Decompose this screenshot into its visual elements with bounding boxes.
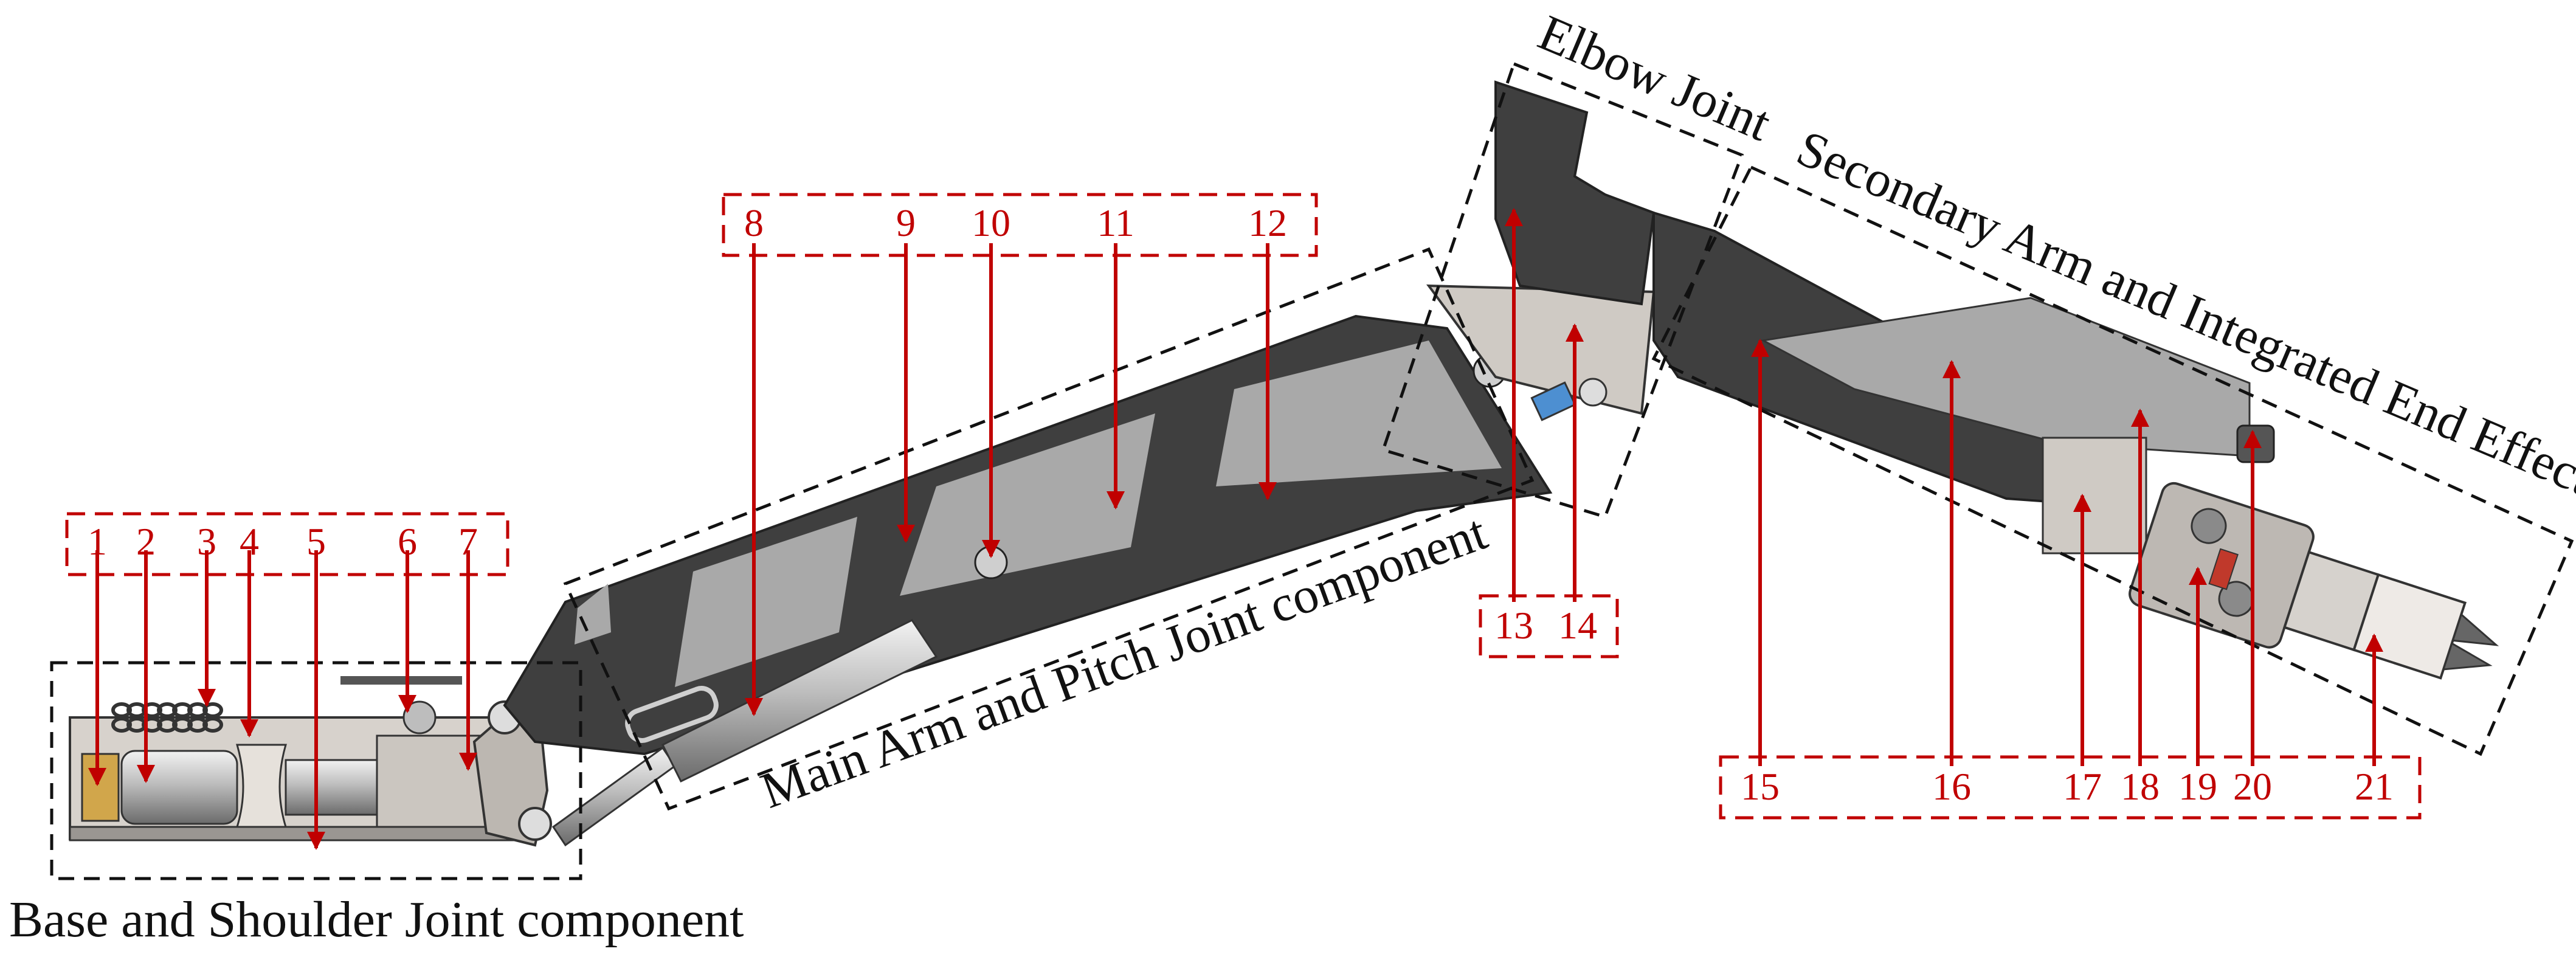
main-arm-window-1 (575, 584, 611, 644)
callout-13: 13 (1494, 604, 1533, 647)
callout-11: 11 (1097, 201, 1134, 244)
callout-18: 18 (2121, 765, 2160, 808)
shoulder-pivot-lower (518, 807, 552, 841)
elbow-pivot (1578, 378, 1607, 407)
elbow-upper-link (1494, 80, 1656, 306)
main-arm-slot (625, 686, 719, 743)
main-arm-window-3 (900, 413, 1155, 596)
end-effector-gripper (2129, 482, 2499, 680)
callout-8: 8 (744, 201, 764, 244)
end-effector-mount (2042, 437, 2147, 555)
elbow-assembly (1426, 80, 1656, 421)
callout-5: 5 (306, 520, 326, 563)
motor-bracket (81, 753, 120, 822)
base-rail (69, 826, 533, 841)
callout-7: 7 (458, 520, 478, 563)
pitch-actuator-rod (551, 746, 677, 847)
secondary-group-box (1651, 165, 2574, 756)
callout-box-main-arm (722, 193, 1318, 257)
callout-20: 20 (2233, 765, 2272, 808)
callout-1: 1 (88, 520, 107, 563)
gear-shaft (285, 759, 378, 816)
callout-box-elbow (1479, 594, 1619, 658)
callout-17: 17 (2063, 765, 2102, 808)
main-arm-window-2 (675, 517, 857, 687)
base-assembly (69, 676, 552, 847)
callout-4: 4 (240, 520, 259, 563)
motor-body (120, 750, 238, 825)
elbow-connector (1530, 381, 1576, 421)
callout-10: 10 (972, 201, 1010, 244)
callout-9: 9 (896, 201, 916, 244)
pitch-actuator-body (661, 619, 938, 783)
coupling-housing (235, 744, 288, 828)
callout-6: 6 (398, 520, 417, 563)
callout-2: 2 (136, 520, 156, 563)
callout-12: 12 (1248, 201, 1287, 244)
callout-16: 16 (1932, 765, 1971, 808)
callout-box-secondary (1719, 755, 2422, 820)
end-effector-connector (2236, 424, 2275, 463)
callout-21: 21 (2355, 765, 2394, 808)
shoulder-top-plate (340, 676, 462, 685)
main-arm-window-4 (1216, 340, 1502, 486)
main-arm-assembly (503, 314, 1553, 847)
callout-19: 19 (2178, 765, 2217, 808)
callout-box-base (65, 512, 509, 576)
main-arm-group-box (563, 247, 1535, 811)
callout-15: 15 (1741, 765, 1780, 808)
callout-14: 14 (1558, 604, 1597, 647)
caption-base: Base and Shoulder Joint component (9, 891, 744, 948)
callout-3: 3 (197, 520, 216, 563)
callout-leaders (88, 208, 2383, 850)
elbow-group-box (1381, 61, 1744, 519)
